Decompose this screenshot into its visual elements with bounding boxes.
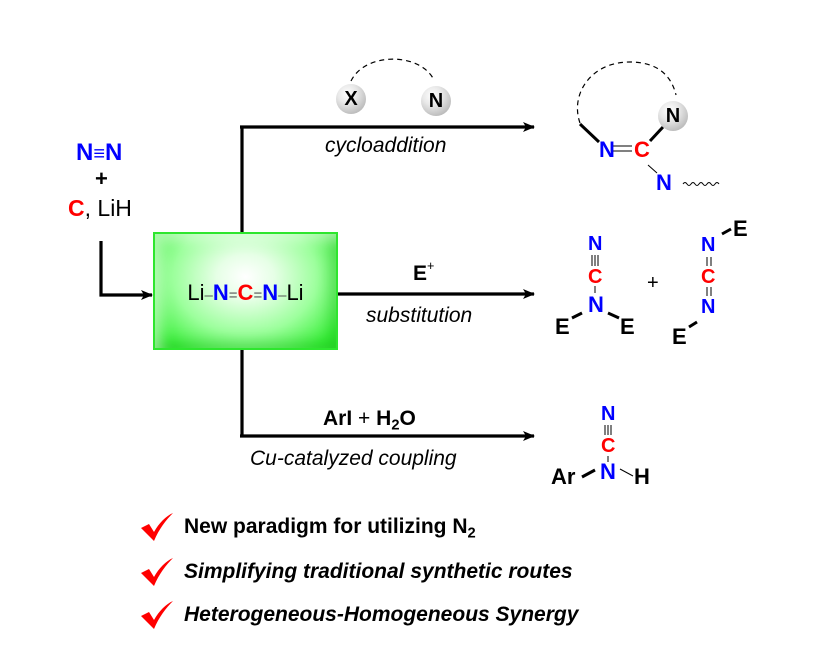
p3-bond-h xyxy=(619,468,634,477)
bullet-2: Simplifying traditional synthetic routes xyxy=(140,557,573,587)
p2-n-bottom: N xyxy=(701,296,716,318)
bond: – xyxy=(204,287,213,304)
p1-n-amine: N xyxy=(588,292,604,317)
feed-arrow xyxy=(99,241,153,300)
n-atom: N xyxy=(76,139,94,166)
ring-bond-left xyxy=(578,122,601,144)
p1-n-terminal: N xyxy=(588,233,603,255)
p2-e-top: E xyxy=(733,216,748,241)
ring-n-atom: N xyxy=(599,137,615,162)
ring-dashed-tether xyxy=(576,61,677,124)
p2-n-top: N xyxy=(701,234,716,256)
p1-e-right: E xyxy=(620,314,635,339)
bullet-subscript: 2 xyxy=(467,525,476,542)
water-h: H xyxy=(376,407,392,430)
e-symbol: E xyxy=(413,262,428,285)
bullet-3: Heterogeneous-Homogeneous Synergy xyxy=(140,600,578,630)
ring-c-atom: C xyxy=(634,137,650,162)
bond: = xyxy=(253,287,263,304)
p1-c-atom: C xyxy=(588,266,603,288)
water-subscript: 2 xyxy=(391,417,400,434)
p3-bond-ar xyxy=(581,468,596,479)
wavy-bond xyxy=(682,182,720,186)
p2-bond-e-top xyxy=(721,227,732,236)
check-icon xyxy=(141,558,173,586)
reagent-dashed-tether xyxy=(350,58,435,82)
water-o: O xyxy=(399,407,416,430)
bond: – xyxy=(278,287,287,304)
ring-bond-exo xyxy=(647,164,658,174)
carbon-lih: C, LiH xyxy=(68,195,132,222)
plus-charge: + xyxy=(427,258,435,273)
n-atom: N xyxy=(105,139,123,166)
bullet-text-main: New paradigm for utilizing N xyxy=(184,515,468,538)
li-right: Li xyxy=(286,280,304,305)
ring-ball-n: N xyxy=(658,101,688,131)
p3-c-atom: C xyxy=(601,435,616,457)
bond: = xyxy=(228,287,238,304)
triple-bond: ≡ xyxy=(93,143,106,165)
li-left: Li xyxy=(187,280,205,305)
p2-e-bottom: E xyxy=(672,324,687,349)
n-atom: N xyxy=(262,280,279,305)
lih: LiH xyxy=(97,195,132,221)
lithium-cyanamide-box xyxy=(153,232,338,350)
ring-bond-cn xyxy=(648,125,665,143)
cycloaddition-label: cycloaddition xyxy=(325,134,447,157)
exo-n-atom: N xyxy=(656,170,672,195)
n-atom: N xyxy=(212,280,229,305)
lithium-cyanamide-formula: Li–N=C=N–Li xyxy=(153,280,338,306)
coupling-label: Cu-catalyzed coupling xyxy=(250,447,457,470)
comma: , xyxy=(84,195,92,221)
bullet-text: Simplifying traditional synthetic routes xyxy=(184,560,573,583)
reagent-plus: + xyxy=(358,407,371,430)
electrophile-reagent: E+ xyxy=(413,258,435,286)
coupling-reagents: ArI + H2O xyxy=(323,407,416,434)
substitution-label: substitution xyxy=(366,304,473,327)
p2-c-atom: C xyxy=(701,266,716,288)
p1-bond-e-right xyxy=(607,311,620,320)
p3-n-terminal: N xyxy=(601,403,616,425)
reagent-ball-x: X xyxy=(336,84,366,114)
check-icon xyxy=(141,601,173,629)
c-atom: C xyxy=(237,280,254,305)
products-plus: + xyxy=(647,272,659,294)
reactant-plus: + xyxy=(95,166,108,191)
dinitrogen: N≡N xyxy=(76,141,122,165)
p3-n-amine: N xyxy=(600,459,616,484)
p1-e-left: E xyxy=(555,314,570,339)
bullet-1: New paradigm for utilizing N2 xyxy=(140,512,476,542)
reagent-ball-n: N xyxy=(421,86,451,116)
p2-bond-e-bottom xyxy=(688,320,698,329)
p3-h-atom: H xyxy=(634,464,650,489)
p3-ar-group: Ar xyxy=(551,464,576,489)
aryl-iodide: ArI xyxy=(323,407,353,430)
bullet-text: Heterogeneous-Homogeneous Synergy xyxy=(184,603,579,626)
c-atom: C xyxy=(68,195,85,221)
check-icon xyxy=(141,513,173,541)
bullet-text: New paradigm for utilizing N2 xyxy=(184,515,476,542)
p1-bond-e-left xyxy=(571,311,583,320)
